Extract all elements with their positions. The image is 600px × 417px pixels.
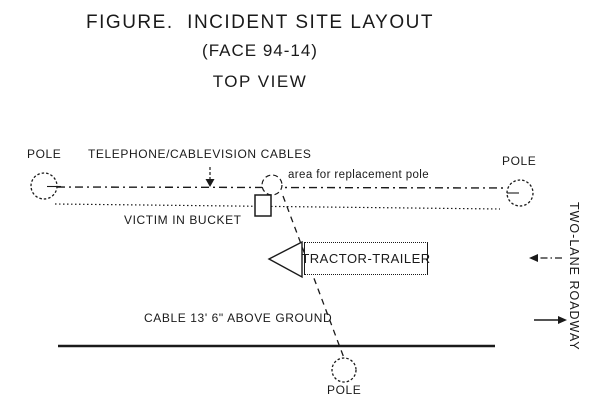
pole-left-label: POLE xyxy=(27,147,62,161)
lower-cable-dotted-line xyxy=(54,203,501,210)
pole-bottom-label: POLE xyxy=(327,383,362,397)
roadway-label: TWO-LANE ROADWAY xyxy=(566,202,581,351)
figure-title: FIGURE. INCIDENT SITE LAYOUT xyxy=(86,12,434,33)
tractor-cab-triangle xyxy=(267,240,303,279)
replacement-area-label: area for replacement pole xyxy=(288,169,430,181)
tractor-trailer-box: TRACTOR-TRAILER xyxy=(301,242,431,275)
victim-label: VICTIM IN BUCKET xyxy=(124,213,242,227)
telephone-cable-line xyxy=(56,186,507,189)
cable-height-label: CABLE 13' 6" ABOVE GROUND xyxy=(144,311,333,325)
pole-right-label: POLE xyxy=(502,154,537,168)
figure-view-label: TOP VIEW xyxy=(212,72,308,91)
telephone-cables-label: TELEPHONE/CABLEVISION CABLES xyxy=(88,147,312,161)
replacement-pole-area-circle xyxy=(261,174,283,196)
pole-bottom-circle xyxy=(331,357,357,383)
cables-pointer-arrowhead-icon xyxy=(205,179,215,187)
lane-arrow-right-icon xyxy=(558,316,567,324)
lane-arrow-left-icon xyxy=(529,254,538,262)
figure-subtitle: (FACE 94-14) xyxy=(202,41,318,60)
tractor-trailer-label: TRACTOR-TRAILER xyxy=(301,251,431,266)
victim-bucket-square xyxy=(254,194,272,217)
snagged-cable-diagonal-line xyxy=(282,195,345,359)
